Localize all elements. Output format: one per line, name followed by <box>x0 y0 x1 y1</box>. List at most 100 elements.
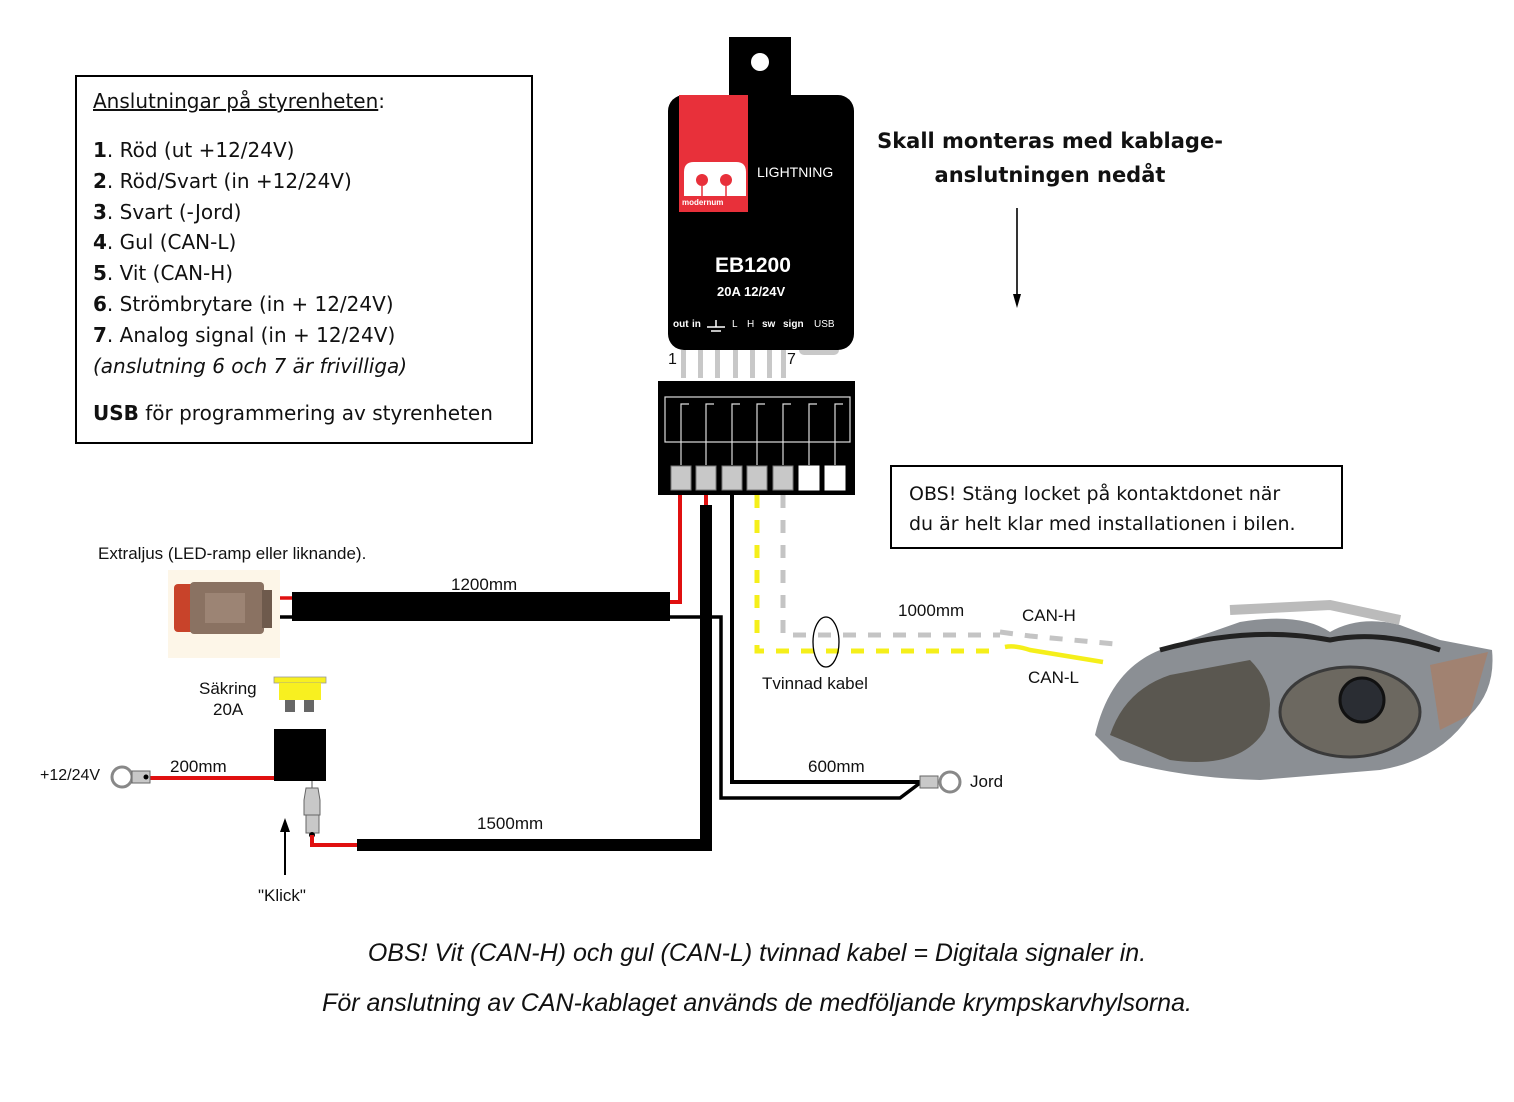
mount-note-line2: anslutningen nedåt <box>934 163 1166 187</box>
cable-length-1000: 1000mm <box>898 601 965 620</box>
headlight-image <box>1095 599 1493 780</box>
power-input-label: +12/24V <box>40 767 101 784</box>
legend-item: 1. Röd (ut +12/24V) <box>93 135 531 166</box>
legend-usb-label: USB <box>93 400 139 425</box>
wire-can-l-end <box>1004 644 1104 665</box>
control-unit <box>668 37 854 378</box>
twisted-cable-label: Tvinnad kabel <box>762 674 868 693</box>
legend-item-text: . Svart (-Jord) <box>106 199 242 224</box>
wired-terminal <box>746 465 768 491</box>
pin-number-first: 1 <box>668 351 677 368</box>
wire-red-out <box>670 495 682 604</box>
click-label: "Klick" <box>258 886 306 905</box>
wire-red-1500-lead <box>310 835 357 847</box>
pin-label-usb: USB <box>814 319 835 330</box>
footer-note-line2: För anslutning av CAN-kablaget används d… <box>322 989 1192 1017</box>
cable-length-1500: 1500mm <box>477 814 544 833</box>
extralight-label: Extraljus (LED-ramp eller liknande). <box>98 544 367 563</box>
legend-optional-note: (anslutning 6 och 7 är frivilliga) <box>93 353 408 378</box>
fuse-holder <box>274 729 326 781</box>
legend-item-number: 3 <box>93 199 107 224</box>
wired-terminal <box>670 465 692 491</box>
legend-title-colon: : <box>378 89 386 113</box>
mount-note-line1: Skall monteras med kablage- <box>877 129 1223 153</box>
mount-orientation-note: Skall monteras med kablage- anslutningen… <box>870 124 1230 192</box>
ring-terminal-ground-icon <box>919 770 962 794</box>
legend-item-number: 7 <box>93 322 107 347</box>
legend-item-number: 6 <box>93 291 107 316</box>
ring-terminal-power-icon <box>110 765 151 789</box>
legend-item-text: . Strömbrytare (in + 12/24V) <box>106 291 394 316</box>
legend-item-number: 2 <box>93 168 107 193</box>
legend-item: 3. Svart (-Jord) <box>93 197 531 228</box>
legend-item-text: . Gul (CAN-L) <box>106 230 237 255</box>
pin-label-l: L <box>732 319 738 330</box>
footer-note-line1: OBS! Vit (CAN-H) och gul (CAN-L) tvinnad… <box>367 939 1147 967</box>
pin-number-last: 7 <box>787 351 796 368</box>
empty-terminal <box>824 465 846 491</box>
model-name: EB1200 <box>715 254 791 277</box>
pin-label-h: H <box>747 319 755 330</box>
wire-can-h-end <box>999 629 1116 647</box>
click-connector-icon <box>303 781 321 838</box>
legend-item: 2. Röd/Svart (in +12/24V) <box>93 166 531 197</box>
extralight-cable-1200 <box>292 592 670 621</box>
pin-label-out: out <box>673 319 689 330</box>
wire-can-l <box>754 495 1000 654</box>
model-rating: 20A 12/24V <box>717 284 786 299</box>
legend-item: 7. Analog signal (in + 12/24V) <box>93 320 531 351</box>
fuse-label-line1: Säkring <box>199 679 257 698</box>
connector-slot <box>731 403 740 465</box>
obs-close-lid-note: OBS! Stäng locket på kontaktdonet när du… <box>890 465 1343 549</box>
legend-usb-note: USB för programmering av styrenheten <box>93 399 531 427</box>
wired-terminal <box>721 465 743 491</box>
cable-sheath-1500 <box>357 505 712 851</box>
connections-legend: Anslutningar på styrenheten: 1. Röd (ut … <box>75 75 533 444</box>
wire-black-extralight <box>670 615 922 800</box>
wire-black-ground <box>730 495 920 784</box>
pin-label-sw: sw <box>762 319 776 330</box>
can-h-label: CAN-H <box>1022 606 1076 625</box>
wire-connector-block <box>658 381 855 495</box>
legend-item: 5. Vit (CAN-H) <box>93 258 531 289</box>
connector-slot <box>808 403 817 465</box>
wired-terminal <box>772 465 794 491</box>
dt-connector-icon <box>168 570 280 658</box>
obs-note-line2: du är helt klar med installationen i bil… <box>909 513 1296 535</box>
connector-slot <box>782 403 791 465</box>
pin-label-sign: sign <box>783 319 804 330</box>
modernum-logo-icon <box>684 162 746 196</box>
unit-pins <box>681 350 786 378</box>
cable-length-1200: 1200mm <box>451 575 518 594</box>
legend-item-number: 1 <box>93 138 107 162</box>
pin-label-in: in <box>692 319 701 330</box>
cable-length-600: 600mm <box>808 757 865 776</box>
legend-item-text: . Vit (CAN-H) <box>106 261 234 286</box>
legend-usb-text: för programmering av styrenheten <box>138 400 493 425</box>
ground-label: Jord <box>970 772 1004 791</box>
fuse-icon <box>273 676 327 712</box>
legend-item-text: . Röd/Svart (in +12/24V) <box>106 168 352 193</box>
legend-item-text: . Analog signal (in + 12/24V) <box>106 322 396 347</box>
legend-item-text: . Röd (ut +12/24V) <box>106 138 295 162</box>
connector-slot <box>834 403 843 465</box>
connector-slot <box>680 403 689 465</box>
legend-item: 6. Strömbrytare (in + 12/24V) <box>93 289 531 320</box>
legend-title-text: Anslutningar på styrenheten <box>93 89 379 113</box>
click-arrow-icon <box>280 818 290 875</box>
mount-direction-arrow-icon <box>1013 208 1021 308</box>
brand-name: modernum <box>682 198 724 207</box>
fuse-label-line2: 20A <box>213 700 244 719</box>
connector-slot <box>705 403 714 465</box>
can-l-label: CAN-L <box>1028 668 1080 687</box>
cable-length-200: 200mm <box>170 757 227 776</box>
obs-note-line1: OBS! Stäng locket på kontaktdonet när <box>909 483 1281 505</box>
ground-symbol-icon <box>707 320 725 332</box>
legend-item: 4. Gul (CAN-L) <box>93 227 531 258</box>
mounting-hole <box>751 53 769 71</box>
legend-item-number: 5 <box>93 261 107 286</box>
twisted-cable-marker <box>812 616 840 668</box>
wired-terminal <box>695 465 717 491</box>
connector-slot <box>756 403 765 465</box>
